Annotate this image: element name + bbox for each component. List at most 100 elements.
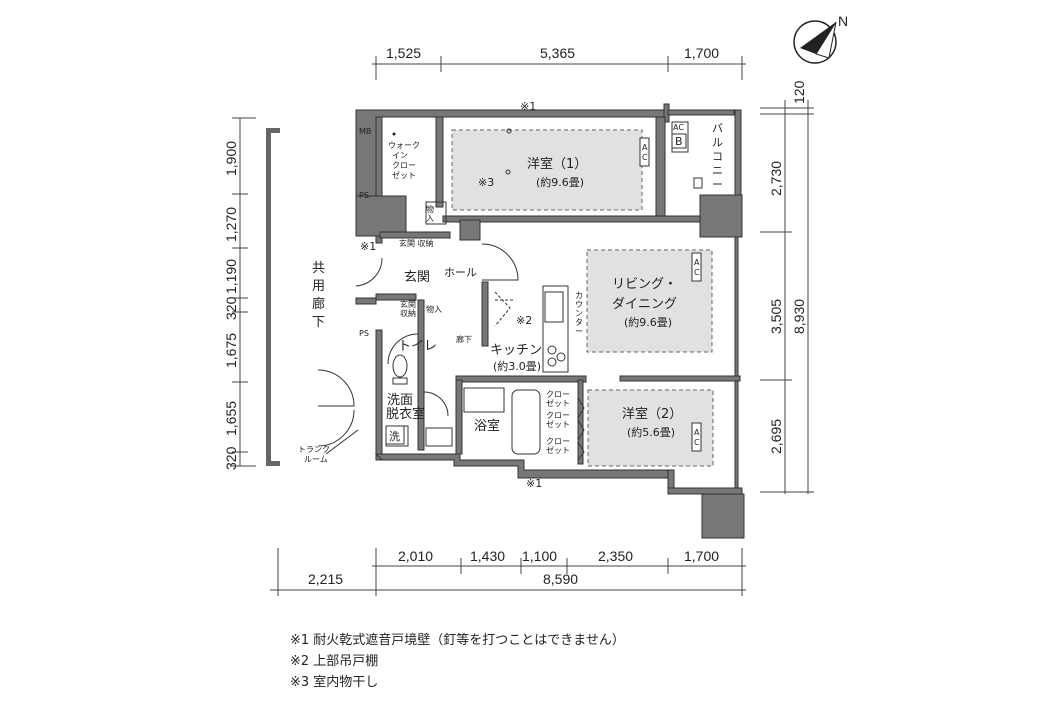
- dim-left-2: 1,270: [223, 207, 239, 242]
- mark2-label: ※2: [516, 314, 532, 327]
- bedroom1-size: (約9.6畳): [536, 175, 584, 189]
- bedroom2-name: 洋室（2）: [622, 406, 682, 422]
- bedroom1-zone: [451, 129, 643, 211]
- dim-bottom-5: 1,700: [684, 548, 719, 564]
- bedroom2-size: (約5.6畳): [627, 425, 675, 439]
- walls: [355, 103, 745, 539]
- dim-right-2: 3,505: [768, 299, 784, 334]
- ac-char-c-1: C: [642, 153, 648, 162]
- notes: ※1 耐火乾式遮音戸境壁（釘等を打つことはできません） ※2 上部吊戸棚 ※3 …: [290, 630, 625, 693]
- dim-left-6: 1,655: [223, 401, 239, 436]
- mb-label: MB: [359, 127, 371, 136]
- b-mark: B: [675, 135, 683, 148]
- dim-left-1: 1,900: [223, 141, 239, 176]
- closet3-line2: ゼット: [546, 445, 570, 455]
- common-corridor-char-3: 廊: [312, 296, 325, 312]
- toilet-label: トイレ: [398, 339, 437, 354]
- storage-small-label: 物入: [426, 304, 442, 314]
- dim-right-3: 2,695: [768, 419, 784, 454]
- trunk-line1: トランク: [298, 445, 330, 454]
- living-name-line1: リビング・: [612, 277, 677, 292]
- balcony-char-5: ー: [712, 178, 723, 191]
- dim-bottom-2: 1,430: [470, 548, 505, 564]
- dim-right-total: 8,930: [791, 299, 807, 334]
- balcony-char-3: コ: [712, 150, 723, 163]
- bottom-dimension-lines: 2,010 1,430 1,100 2,350 1,700 2,215 8,59…: [270, 548, 746, 596]
- common-corridor-char-1: 共: [312, 261, 325, 276]
- mark1-left: ※1: [360, 240, 376, 253]
- ps-label-2: PS: [359, 329, 369, 338]
- mark1-top: ※1: [520, 100, 536, 113]
- dim-top-1: 1,525: [386, 45, 421, 61]
- washer-label: 洗: [389, 430, 400, 443]
- wic-line4: ゼット: [392, 170, 416, 180]
- note-2: ※2 上部吊戸棚: [290, 654, 379, 669]
- balcony-char-2: ル: [712, 136, 723, 149]
- wic-line3: クロー: [392, 161, 416, 170]
- ac-char-c-3: C: [694, 438, 700, 447]
- balcony-char-1: バ: [712, 122, 723, 135]
- counter-char-5: ー: [575, 327, 583, 336]
- dim-bottom-1: 2,010: [398, 548, 433, 564]
- bath-label: 浴室: [474, 418, 500, 434]
- ac-char-a-2: A: [694, 258, 700, 267]
- dim-left-5: 1,675: [223, 333, 239, 368]
- dim-bottom-left: 2,215: [308, 571, 343, 587]
- washroom-line2: 脱衣室: [386, 406, 425, 422]
- hall-label: ホール: [444, 266, 477, 279]
- wic-line2: イン: [392, 151, 408, 160]
- top-dimension-line: 1,525 5,365 1,700: [372, 45, 746, 80]
- dim-bottom-3: 1,100: [522, 548, 557, 564]
- dim-bottom-total: 8,590: [543, 571, 578, 587]
- compass-label: N: [838, 13, 848, 29]
- ps-label-1: PS: [359, 191, 369, 200]
- wic-line1: ウォーク: [388, 141, 420, 150]
- ac-char-c-2: C: [694, 268, 700, 277]
- closet1-line2: ゼット: [546, 398, 570, 408]
- dim-top-3: 1,700: [684, 45, 719, 61]
- counter-char-2: ウ: [575, 300, 583, 309]
- closet3-line1: クロー: [546, 437, 570, 446]
- mark3-label: ※3: [478, 176, 494, 189]
- dim-bottom-4: 2,350: [598, 548, 633, 564]
- shoe-storage-line2: 収納: [400, 308, 416, 318]
- living-name-line2: ダイニング: [612, 297, 677, 312]
- fixtures: [317, 121, 703, 461]
- storage-char-2: 入: [426, 214, 434, 223]
- corridor-label: 廊下: [456, 334, 472, 344]
- counter-char-3: ン: [575, 309, 583, 318]
- bedroom1-name: 洋室（1）: [527, 156, 587, 172]
- room-labels: 洋室（1） (約9.6畳) ※3 リビング・ ダイニング (約9.6畳) 洋室（…: [298, 100, 723, 490]
- washroom-line1: 洗面: [387, 393, 413, 408]
- common-corridor-char-4: 下: [312, 315, 325, 330]
- closet2-line2: ゼット: [546, 419, 570, 429]
- ac-char-a-3: A: [694, 428, 700, 437]
- note-3: ※3 室内物干し: [290, 675, 379, 690]
- trunk-line2: ルーム: [304, 455, 328, 464]
- mark1-bottom: ※1: [526, 477, 542, 490]
- ac-char-a-1: A: [642, 143, 648, 152]
- balcony-char-4: ニ: [712, 164, 723, 177]
- common-corridor-char-2: 用: [312, 279, 325, 294]
- shoe-storage-label: 玄関 収納: [399, 238, 434, 248]
- closet2-line1: クロー: [546, 411, 570, 420]
- dim-top-2: 5,365: [540, 45, 575, 61]
- dim-left-4: 320: [223, 296, 239, 320]
- counter-char-4: タ: [575, 318, 583, 327]
- entrance-label: 玄関: [404, 270, 430, 285]
- shoe-storage-line1: 玄関: [400, 299, 416, 309]
- left-dimension-line: 1,900 1,270 1,190 320 1,675 1,655 320: [223, 117, 256, 470]
- dim-left-7: 320: [223, 446, 239, 470]
- closet1-line1: クロー: [546, 390, 570, 399]
- counter-char-1: カ: [575, 291, 583, 300]
- ac-outdoor-label: AC: [673, 123, 684, 132]
- dim-left-3: 1,190: [223, 259, 239, 294]
- kitchen-size: (約3.0畳): [493, 359, 541, 373]
- right-dimension-lines: 120 2,730 3,505 2,695 8,930: [760, 80, 814, 494]
- common-corridor: 共 用 廊 下: [266, 128, 325, 466]
- kitchen-name: キッチン: [490, 343, 542, 358]
- living-size: (約9.6畳): [624, 315, 672, 329]
- dim-right-1: 2,730: [768, 161, 784, 196]
- note-1: ※1 耐火乾式遮音戸境壁（釘等を打つことはできません）: [290, 633, 625, 648]
